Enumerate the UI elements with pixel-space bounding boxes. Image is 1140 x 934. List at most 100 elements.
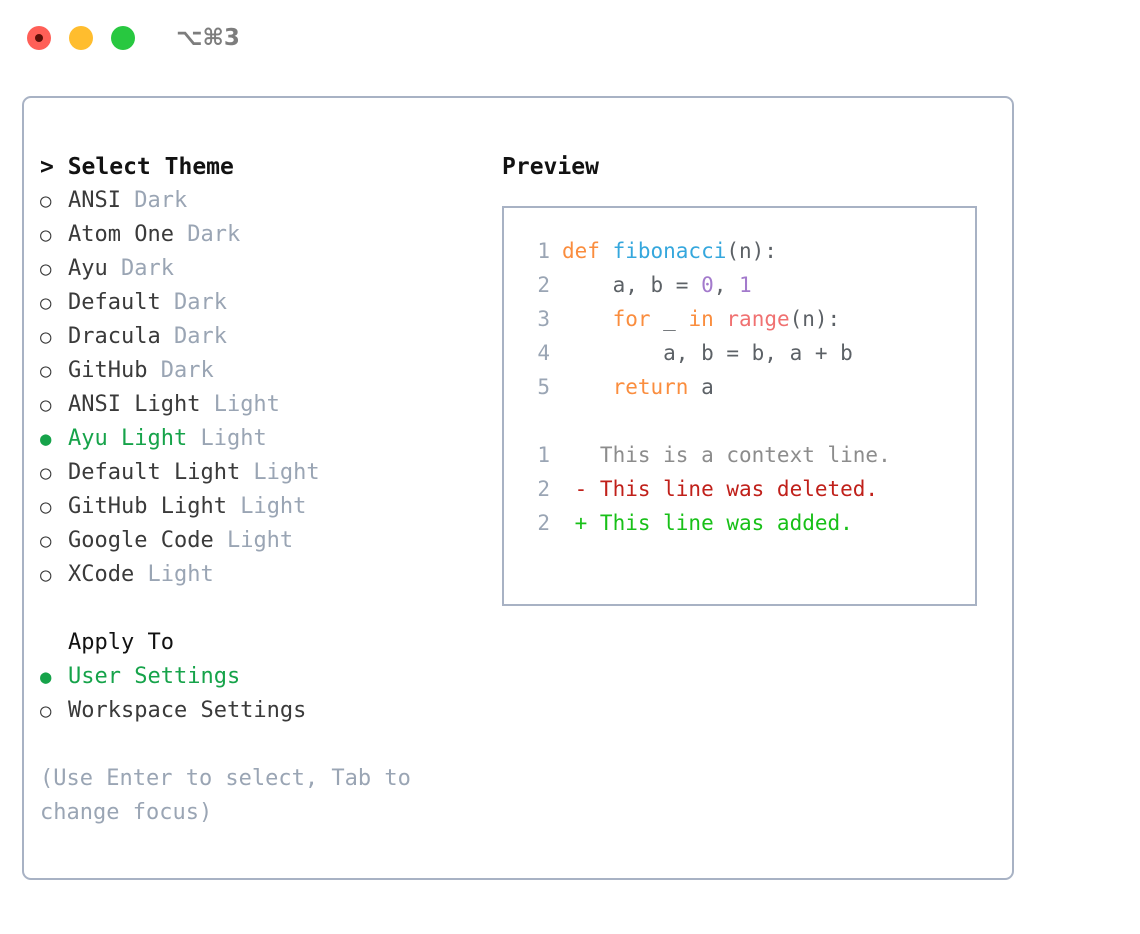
apply-to-heading-label: Apply To bbox=[68, 630, 174, 655]
theme-option[interactable]: ○Google Code Light bbox=[40, 524, 480, 558]
theme-option-category: Dark bbox=[120, 188, 188, 213]
diff-line-text: This is a context line. bbox=[562, 443, 891, 467]
code-token: fibonacci bbox=[612, 239, 727, 263]
code-line: 5 return a bbox=[522, 370, 975, 404]
line-number: 3 bbox=[537, 307, 550, 331]
theme-option[interactable]: ● Ayu Light Light bbox=[40, 422, 480, 456]
code-line: 3 for _ in range(n): bbox=[522, 302, 975, 336]
apply-to-option-label: User Settings bbox=[68, 664, 241, 689]
code-token bbox=[562, 307, 613, 331]
line-number: 1 bbox=[537, 239, 550, 263]
diff-line: 2 + This line was added. bbox=[522, 506, 975, 540]
radio-unselected-icon: ○ bbox=[40, 394, 52, 416]
diff-sample: 1 This is a context line.2 - This line w… bbox=[504, 404, 975, 540]
code-token: for bbox=[612, 307, 651, 331]
theme-option-name: GitHub Light bbox=[68, 494, 227, 519]
line-number: 2 bbox=[537, 273, 550, 297]
line-number: 4 bbox=[537, 341, 550, 365]
theme-option-category: Light bbox=[240, 460, 320, 485]
radio-selected-icon: ● bbox=[40, 666, 52, 688]
diff-line: 1 This is a context line. bbox=[522, 438, 975, 472]
theme-option[interactable]: ○ ANSI Dark bbox=[40, 184, 480, 218]
theme-option-name: Default Light bbox=[68, 460, 241, 485]
radio-selected-icon: ● bbox=[40, 428, 52, 450]
radio-unselected-icon: ○ bbox=[40, 360, 52, 382]
theme-option-category: Light bbox=[226, 494, 307, 519]
code-line: 2 a, b = 0, 1 bbox=[522, 268, 975, 302]
radio-unselected-icon: ○ bbox=[40, 258, 52, 280]
window-controls bbox=[27, 26, 135, 50]
code-token: 1 bbox=[739, 273, 752, 297]
keyboard-shortcut-label: ⌥⌘3 bbox=[176, 25, 240, 51]
code-token: a bbox=[688, 375, 714, 399]
theme-option[interactable]: ○Atom One Dark bbox=[40, 218, 480, 252]
diff-line-text: + This line was added. bbox=[562, 511, 853, 535]
theme-option[interactable]: ○Dracula Dark bbox=[40, 320, 480, 354]
code-token: (n): bbox=[789, 307, 841, 331]
code-blank-line bbox=[522, 404, 975, 438]
apply-to-option[interactable]: ○ Workspace Settings bbox=[40, 694, 480, 728]
theme-selection-column: > Select Theme ○ANSI Dark○Atom One Dark○… bbox=[40, 150, 480, 830]
select-theme-heading: > Select Theme bbox=[40, 154, 234, 180]
code-token: 0 bbox=[701, 273, 714, 297]
theme-option-name: Ayu bbox=[68, 256, 108, 281]
apply-to-heading: ○ Apply To bbox=[40, 626, 480, 660]
theme-option[interactable]: ○ Ayu Dark bbox=[40, 252, 480, 286]
radio-unselected-icon: ○ bbox=[40, 462, 52, 484]
theme-option-category: Dark bbox=[107, 256, 174, 281]
radio-unselected-icon: ○ bbox=[40, 292, 52, 314]
theme-option[interactable]: ○ Default Light Light bbox=[40, 456, 480, 490]
code-token: , bbox=[713, 273, 740, 297]
theme-option-name: ANSI bbox=[68, 188, 121, 213]
title-bar: ⌥⌘3 bbox=[0, 0, 1140, 76]
apply-to-option[interactable]: ● User Settings bbox=[40, 660, 480, 694]
apply-to-list[interactable]: ● User Settings ○ Workspace Settings bbox=[40, 660, 480, 728]
radio-unselected-icon: ○ bbox=[40, 496, 52, 518]
theme-option-name: Ayu Light bbox=[68, 426, 188, 451]
radio-unselected-icon: ○ bbox=[40, 700, 52, 722]
line-number: 2 bbox=[537, 511, 550, 535]
theme-option-category: Light bbox=[187, 426, 267, 451]
theme-option[interactable]: ○ GitHub Light Light bbox=[40, 490, 480, 524]
code-token: a, b = bbox=[562, 273, 702, 297]
radio-unselected-icon: ○ bbox=[40, 190, 52, 212]
diff-line: 2 - This line was deleted. bbox=[522, 472, 975, 506]
list-spacer bbox=[40, 592, 480, 626]
theme-option-category: Light bbox=[200, 392, 280, 417]
minimize-button[interactable] bbox=[69, 26, 93, 50]
theme-list[interactable]: ○ANSI Dark○Atom One Dark○Ayu Dark○Defaul… bbox=[40, 184, 480, 592]
code-token: _ bbox=[650, 307, 689, 331]
theme-option[interactable]: ○ GitHub Dark bbox=[40, 354, 480, 388]
theme-option-category: Dark bbox=[173, 222, 241, 247]
theme-option-name: GitHub bbox=[68, 358, 148, 383]
radio-unselected-icon: ○ bbox=[40, 326, 52, 348]
code-token: range bbox=[726, 307, 790, 331]
keyboard-hint-text: (Use Enter to select, Tab to change focu… bbox=[40, 766, 411, 825]
theme-option-category: Dark bbox=[147, 358, 214, 383]
apply-to-heading-marker: ○ bbox=[40, 626, 68, 660]
radio-unselected-icon: ○ bbox=[40, 564, 52, 586]
line-number: 1 bbox=[537, 443, 550, 467]
theme-option[interactable]: ○Default Dark bbox=[40, 286, 480, 320]
apply-to-option-label: Workspace Settings bbox=[68, 698, 307, 723]
line-number: 5 bbox=[537, 375, 550, 399]
theme-option-category: Dark bbox=[160, 290, 227, 315]
code-token: a, b = b, a + b bbox=[562, 341, 853, 365]
radio-unselected-icon: ○ bbox=[40, 530, 52, 552]
theme-option-name: Google Code bbox=[68, 528, 214, 553]
code-line: 4 a, b = b, a + b bbox=[522, 336, 975, 370]
preview-heading: Preview bbox=[502, 154, 599, 180]
code-token: def bbox=[562, 239, 613, 263]
theme-option[interactable]: ○ANSI Light Light bbox=[40, 388, 480, 422]
line-number: 2 bbox=[537, 477, 550, 501]
theme-option-category: Dark bbox=[160, 324, 227, 349]
theme-option[interactable]: ○XCode Light bbox=[40, 558, 480, 592]
maximize-button[interactable] bbox=[111, 26, 135, 50]
code-token: return bbox=[612, 375, 689, 399]
close-button[interactable] bbox=[27, 26, 51, 50]
